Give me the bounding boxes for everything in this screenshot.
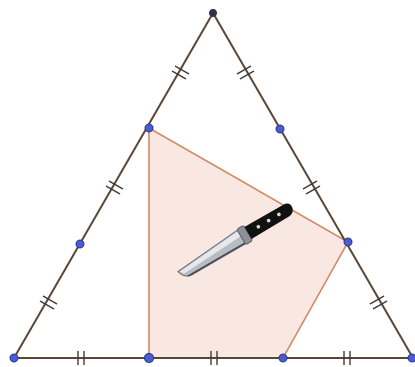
bottom-edge-tick-middle [210,351,218,365]
bottom-third-left-point [143,352,155,364]
bottom-edge-tick-right [343,351,351,365]
bottom-third-right-point [278,353,288,363]
bottom-edge-tick-left [77,351,85,365]
right-edge-tick-lower [369,295,388,310]
right-edge-tick-middle [302,180,321,195]
left-edge-tick-middle [105,180,124,195]
right-third-lower-point [343,237,353,247]
right-third-upper-point [275,124,285,134]
right-edge-tick-upper [236,65,255,80]
left-third-upper-point [144,123,154,133]
left-edge-tick-lower [39,295,58,310]
bottom-left-vertex-point [9,353,19,363]
right-edge [212,12,414,359]
left-edge [13,12,214,359]
bottom-right-vertex-point [407,353,415,363]
knife-icon [177,203,293,277]
left-edge-tick-upper [171,65,190,80]
left-third-lower-point [75,239,85,249]
apex-point [208,8,218,18]
